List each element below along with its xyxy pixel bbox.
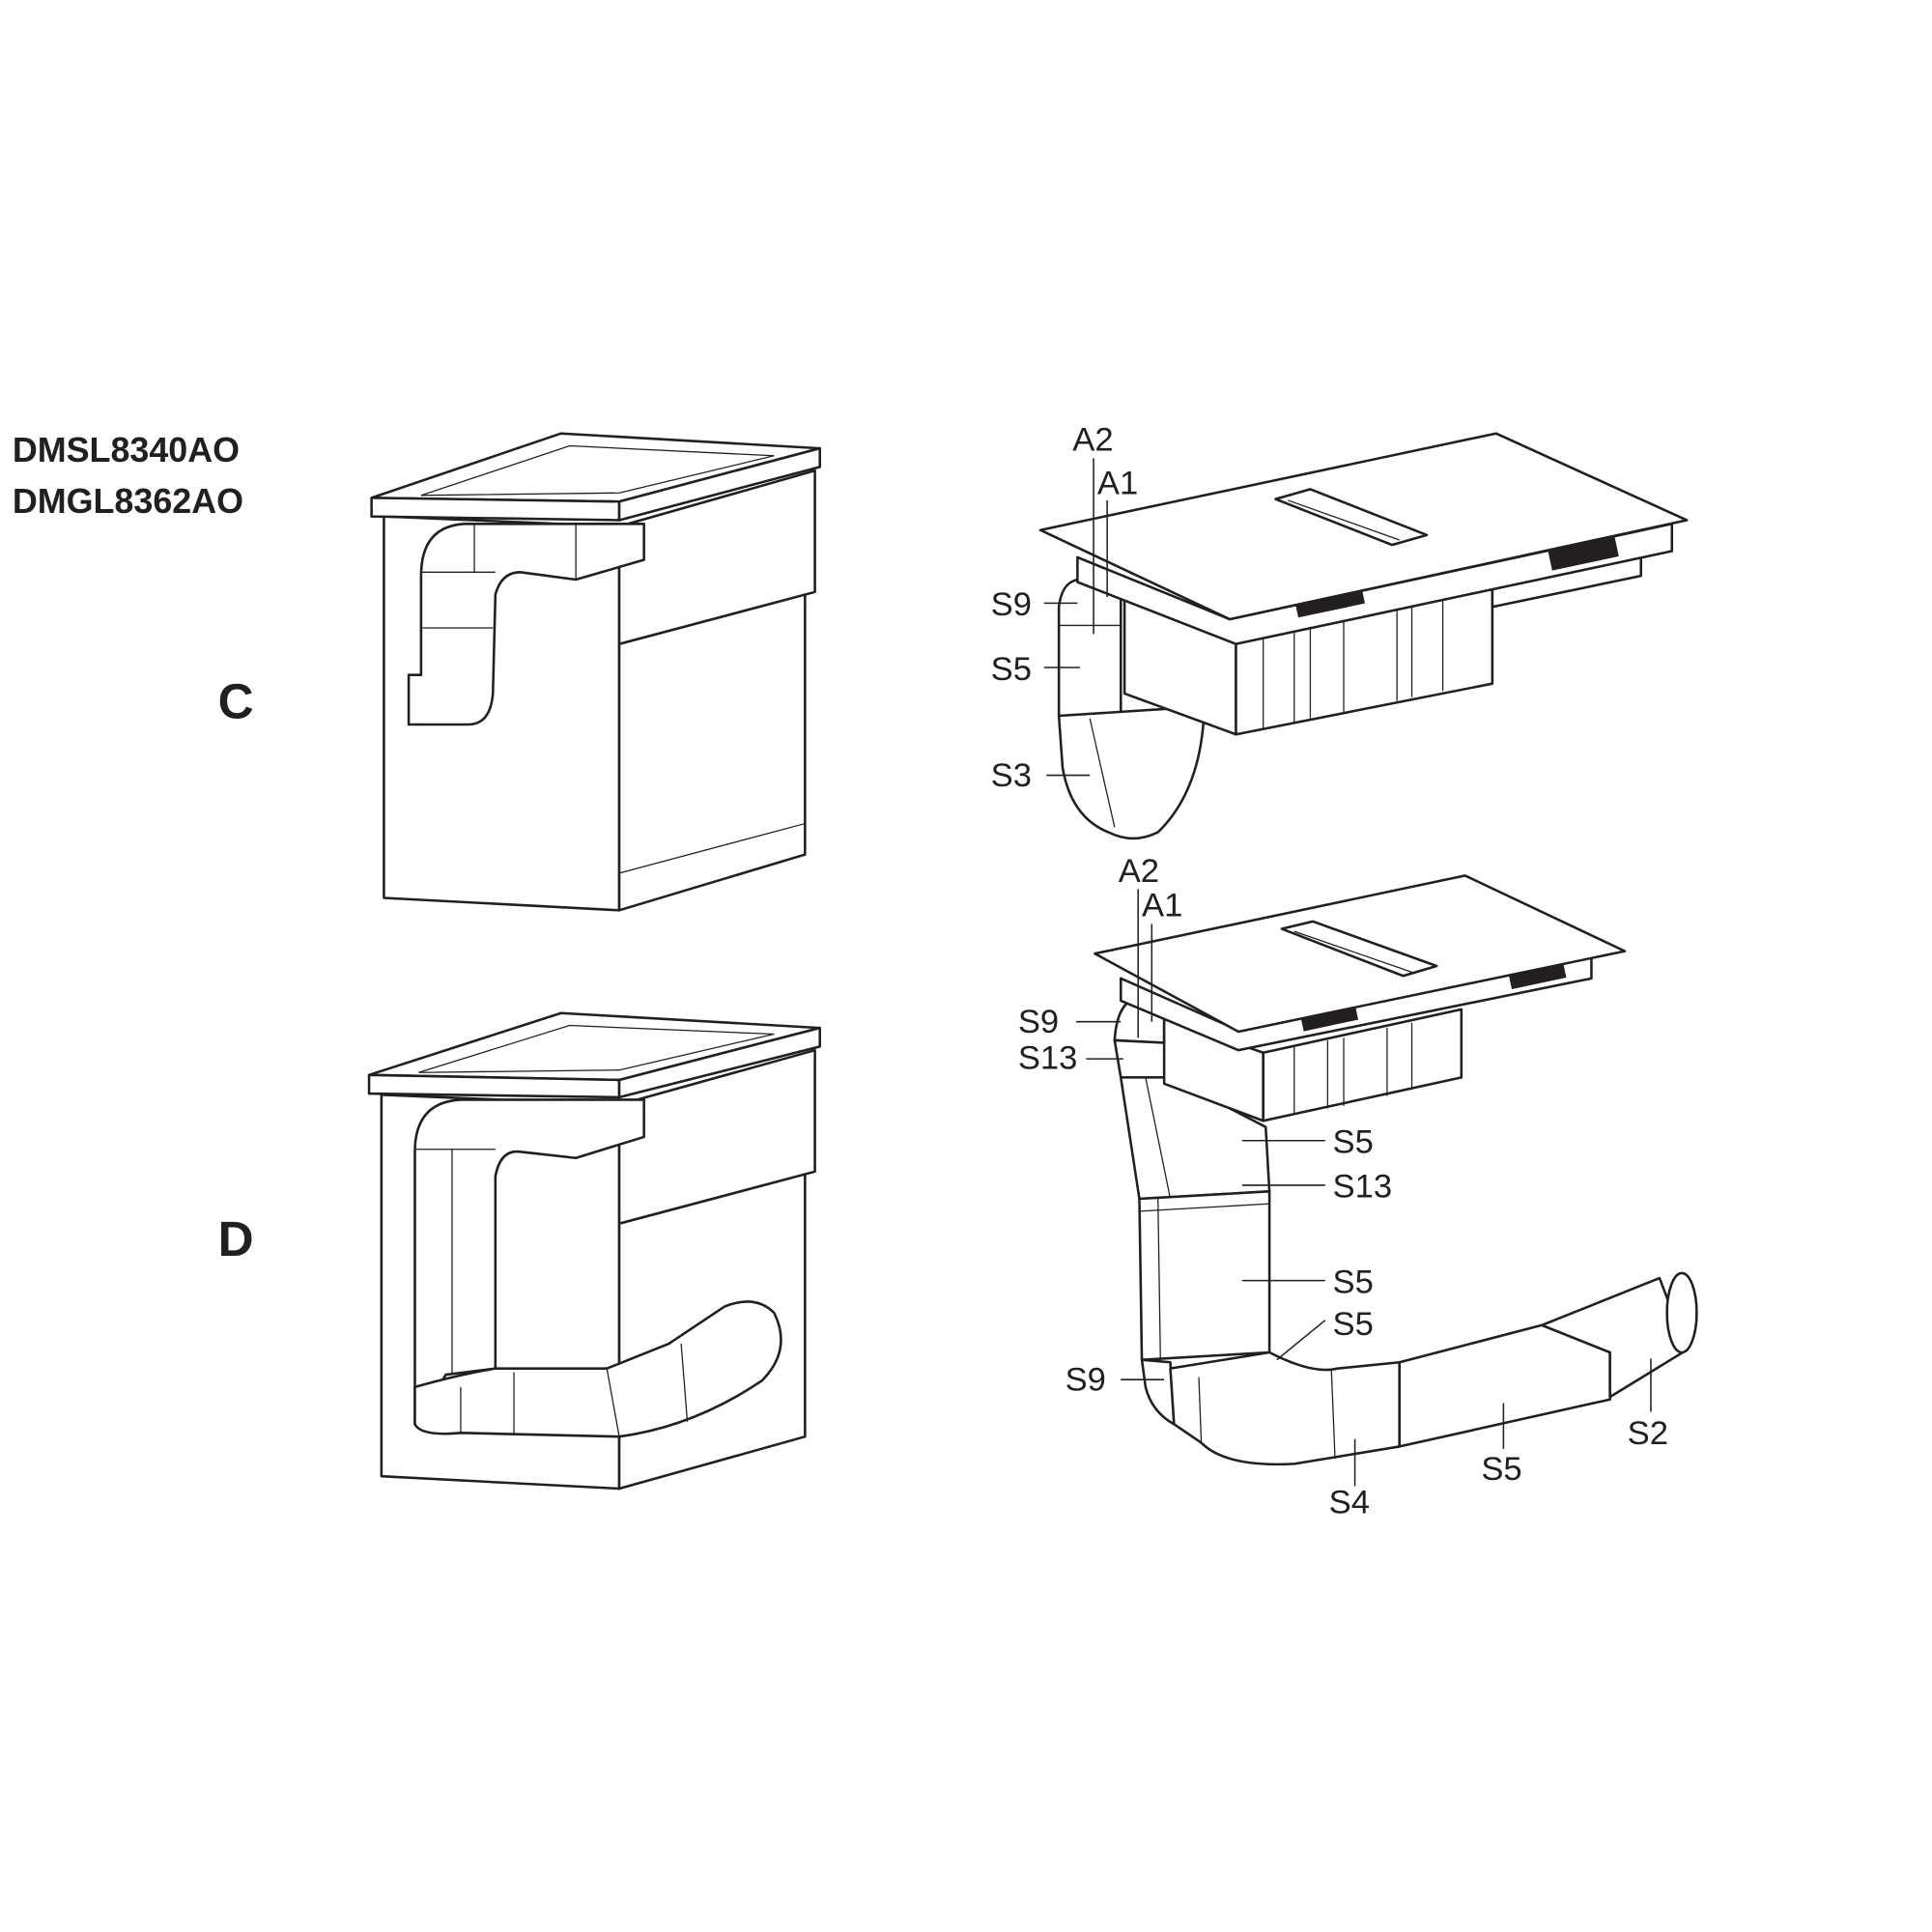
- cabinet-d-illustration: [367, 1011, 822, 1491]
- variant-letter-d: D: [218, 1211, 254, 1266]
- label-s5-c-d: S5: [1332, 1306, 1373, 1343]
- label-s5-d-d: S5: [1481, 1451, 1521, 1488]
- label-a2-d: A2: [1119, 853, 1159, 890]
- label-s9-c: S9: [991, 586, 1032, 623]
- label-s3-c: S3: [991, 757, 1032, 794]
- label-s9-bottom-d: S9: [1065, 1362, 1106, 1399]
- label-s5-a-d: S5: [1332, 1124, 1373, 1161]
- label-s2-d: S2: [1628, 1415, 1668, 1452]
- label-a1-d: A1: [1142, 888, 1182, 924]
- label-a1-c: A1: [1097, 466, 1138, 502]
- hob-d-labels: A2 A1 S9 S13 S5 S13 S5 S5 S9 S4 S5 S2: [1018, 853, 1668, 1521]
- label-s13-mid-d: S13: [1332, 1169, 1392, 1206]
- model-name-2: DMGL8362AO: [13, 482, 243, 521]
- cabinet-c-illustration: [370, 432, 822, 912]
- model-name-1: DMSL8340AO: [13, 431, 240, 469]
- variant-letter-c: C: [218, 674, 254, 729]
- hob-c-illustration: [1038, 432, 1689, 840]
- label-a2-c: A2: [1072, 422, 1113, 459]
- label-s9-top-d: S9: [1018, 1004, 1059, 1040]
- hob-c-labels: A2 A1 S9 S5 S3: [991, 422, 1139, 794]
- label-s5-c: S5: [991, 651, 1032, 688]
- label-s5-b-d: S5: [1332, 1264, 1373, 1300]
- hob-d-illustration: [1094, 874, 1698, 1466]
- label-s13-top-d: S13: [1018, 1039, 1078, 1076]
- label-s4-d: S4: [1329, 1485, 1370, 1521]
